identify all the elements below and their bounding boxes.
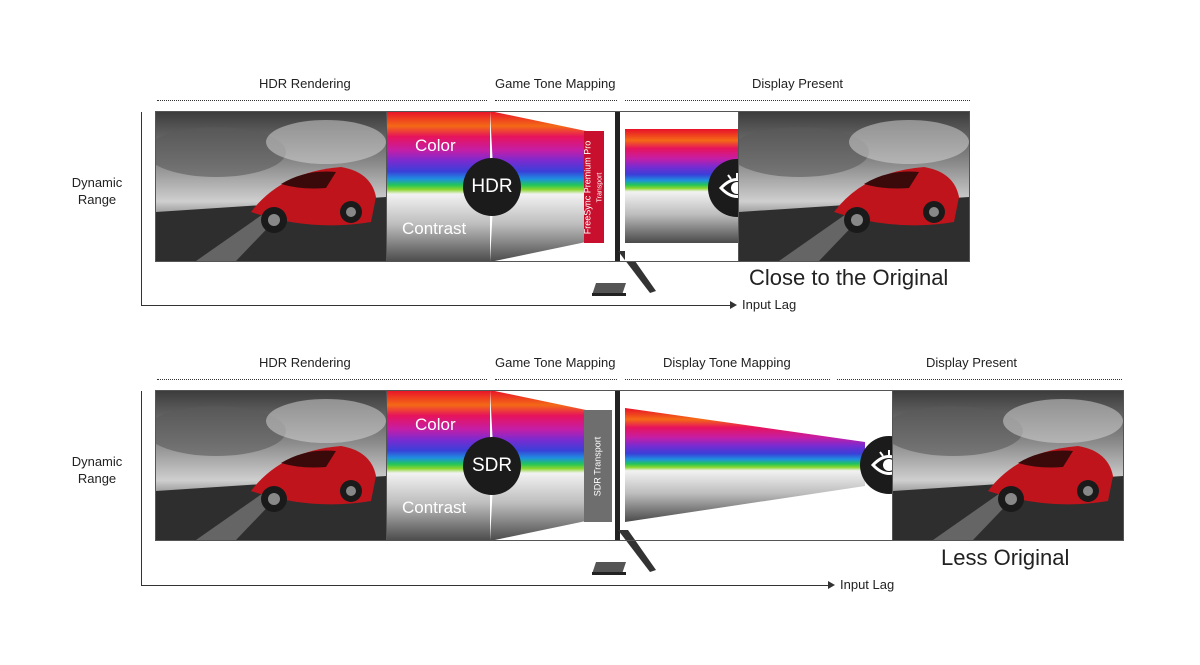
car-photo	[155, 111, 387, 262]
stage-span-line	[625, 379, 830, 380]
x-axis-arrow-icon	[730, 301, 737, 309]
stage-span-line	[495, 379, 617, 380]
x-axis	[141, 585, 829, 586]
color-label: Color	[415, 415, 456, 434]
stage-span-line	[495, 100, 617, 101]
y-axis	[141, 391, 142, 585]
car-photo	[892, 390, 1124, 541]
contrast-label: Contrast	[402, 498, 467, 517]
stage-display-present: Display Present	[752, 76, 844, 91]
bottom-caption: Less Original	[941, 545, 1070, 570]
stage-display-tone-mapping: Display Tone Mapping	[663, 355, 791, 370]
hdr-badge: HDR	[463, 158, 521, 216]
stage-display-present: Display Present	[926, 355, 1018, 370]
stage-span-line	[157, 100, 487, 101]
stage-game-tone-mapping: Game Tone Mapping	[495, 355, 616, 370]
y-axis-label: Dynamic Range	[71, 175, 123, 207]
x-axis-label: Input Lag	[840, 577, 895, 592]
x-axis-arrow-icon	[828, 581, 835, 589]
stage-span-line	[625, 100, 970, 101]
stage-hdr-rendering: HDR Rendering	[259, 355, 351, 370]
y-axis	[141, 112, 142, 305]
sdr-badge: SDR	[463, 437, 521, 495]
transport-bar: SDR Transport	[584, 410, 612, 522]
contrast-label: Contrast	[402, 219, 467, 238]
top-caption: Close to the Original	[749, 265, 949, 290]
stage-span-line	[837, 379, 1122, 380]
display-spectrum	[625, 111, 740, 262]
y-axis-label: Dynamic Range	[71, 454, 123, 486]
car-photo	[155, 390, 387, 541]
color-label: Color	[415, 136, 456, 155]
x-axis-label: Input Lag	[742, 297, 797, 312]
stage-span-line	[157, 379, 487, 380]
stage-game-tone-mapping: Game Tone Mapping	[495, 76, 616, 91]
x-axis	[141, 305, 731, 306]
stage-hdr-rendering: HDR Rendering	[259, 76, 351, 91]
display-tone-mapping-taper	[625, 408, 865, 522]
car-photo	[738, 111, 970, 262]
